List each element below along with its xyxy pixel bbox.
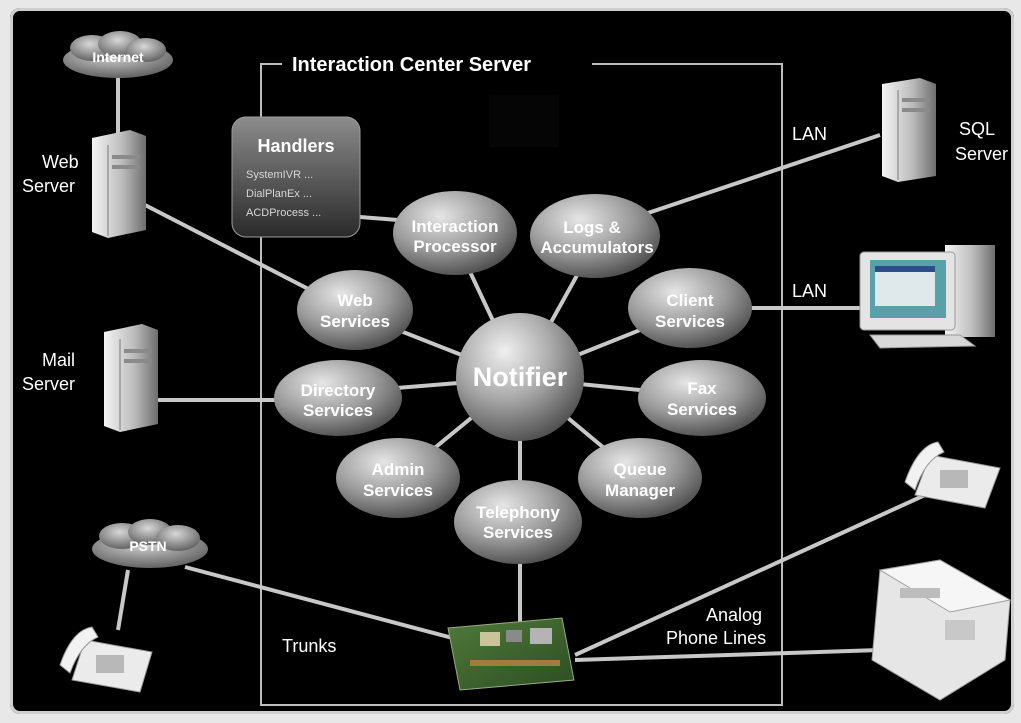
server-title: Interaction Center Server bbox=[292, 54, 531, 76]
node-client-services: Client Services bbox=[628, 268, 752, 348]
node-queue-manager: Queue Manager bbox=[578, 438, 702, 518]
internet-label: Internet bbox=[92, 49, 144, 65]
mail-server-tower bbox=[104, 324, 158, 432]
internet-cloud: Internet bbox=[63, 31, 173, 78]
node-interaction-processor: Interaction Processor bbox=[393, 191, 517, 275]
lan-top-label: LAN bbox=[792, 124, 827, 144]
node-label: Fax bbox=[687, 379, 717, 398]
node-fax-services: Fax Services bbox=[638, 360, 766, 436]
node-label: Manager bbox=[605, 481, 675, 500]
node-label: Services bbox=[303, 401, 373, 420]
handler-item: ACDProcess ... bbox=[246, 207, 321, 219]
sql-server-label: SQL bbox=[959, 119, 995, 139]
phone-bottom-left bbox=[59, 626, 153, 693]
node-directory-services: Directory Services bbox=[274, 360, 402, 436]
node-label: Services bbox=[363, 481, 433, 500]
node-label: Logs & bbox=[563, 218, 621, 237]
pstn-label: PSTN bbox=[129, 538, 166, 554]
node-web-services: Web Services bbox=[297, 270, 413, 350]
phone-top-right bbox=[904, 441, 1001, 509]
trunks-label: Trunks bbox=[282, 636, 336, 656]
pstn-cloud: PSTN bbox=[92, 519, 208, 568]
lan-client-label: LAN bbox=[792, 281, 827, 301]
node-label: Interaction bbox=[412, 217, 499, 236]
mail-server-label: Mail bbox=[42, 350, 75, 370]
sql-server-label: Server bbox=[955, 144, 1008, 164]
web-server-tower bbox=[92, 130, 146, 238]
web-server-label: Server bbox=[22, 176, 75, 196]
node-label: Admin bbox=[372, 460, 425, 479]
fax-machine bbox=[871, 559, 1012, 701]
node-label: Accumulators bbox=[540, 238, 653, 257]
node-logs-accumulators: Logs & Accumulators bbox=[530, 194, 660, 278]
node-label: Directory bbox=[301, 381, 376, 400]
handler-item: SystemIVR ... bbox=[246, 169, 313, 181]
analog-label: Phone Lines bbox=[666, 628, 766, 648]
node-label: Services bbox=[320, 312, 390, 331]
node-label: Services bbox=[667, 400, 737, 419]
handler-item: DialPlanEx ... bbox=[246, 188, 312, 200]
node-label: Queue bbox=[614, 460, 667, 479]
web-server-label: Web bbox=[42, 152, 79, 172]
node-label: Services bbox=[655, 312, 725, 331]
node-label: Web bbox=[337, 291, 373, 310]
telephony-board bbox=[447, 617, 575, 691]
node-label: Processor bbox=[413, 237, 497, 256]
node-telephony-services: Telephony Services bbox=[454, 480, 582, 564]
node-label: Telephony bbox=[476, 503, 560, 522]
sql-server-tower bbox=[882, 78, 936, 182]
node-admin-services: Admin Services bbox=[336, 438, 460, 518]
blank-block bbox=[489, 95, 559, 147]
analog-label: Analog bbox=[706, 605, 762, 625]
server-boundary: Interaction Center Server bbox=[260, 54, 783, 706]
node-label: Client bbox=[666, 291, 714, 310]
handlers-box: Handlers SystemIVR ... DialPlanEx ... AC… bbox=[231, 116, 361, 238]
node-notifier: Notifier bbox=[456, 313, 584, 441]
handlers-title: Handlers bbox=[257, 136, 334, 156]
notifier-label: Notifier bbox=[473, 362, 568, 392]
mail-server-label: Server bbox=[22, 374, 75, 394]
client-workstation bbox=[859, 245, 995, 349]
node-label: Services bbox=[483, 523, 553, 542]
